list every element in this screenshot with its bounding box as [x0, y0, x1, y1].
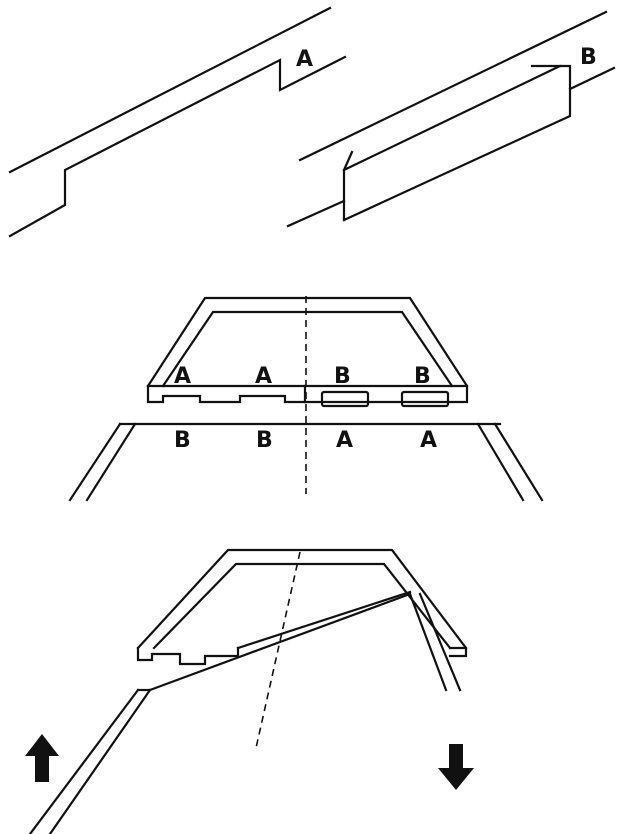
profile-b [286, 10, 616, 228]
lower-base-right-outer [493, 422, 544, 502]
fault-line [236, 590, 412, 650]
profile-b-lower-edge [286, 199, 346, 228]
profile-b-lower-edge-right [568, 66, 616, 91]
profile-b-upper-edge [298, 10, 608, 162]
lower-base-left-outer [68, 422, 122, 502]
label-lower-3: A [336, 428, 353, 453]
profile-a [8, 6, 347, 238]
profile-a-stepped-edge [8, 55, 347, 238]
panel-bottom [25, 548, 474, 834]
label-upper-4: B [414, 364, 431, 389]
tilted-frame-inner [152, 562, 452, 650]
tilted-frame [136, 548, 468, 666]
tilted-frame-outer [136, 548, 468, 650]
lower-base-right-inner [476, 422, 525, 502]
tilted-frame-bottom-profile [136, 646, 240, 666]
profile-b-bar-top-lip [342, 150, 354, 172]
sheared-base-left-inner [48, 688, 152, 834]
upper-frame-inner [161, 310, 454, 388]
up-arrow-icon [25, 734, 59, 782]
tab-b-2 [400, 390, 450, 408]
label-lower-1: B [174, 428, 191, 453]
label-upper-1: A [174, 364, 191, 389]
upper-frame [146, 296, 469, 408]
lower-base [68, 422, 544, 502]
sheared-base-right-outer [418, 592, 462, 692]
sheared-base [28, 592, 462, 834]
tab-b-1 [320, 390, 370, 408]
tilted-dashed-line [255, 551, 301, 749]
sheared-base-left-outer [28, 688, 140, 834]
label-a-top: A [296, 47, 313, 72]
profile-a-upper-edge [8, 6, 332, 174]
profile-b-bar [342, 64, 572, 222]
upper-frame-bottom-profile [146, 384, 307, 404]
lower-base-left-inner [85, 422, 137, 502]
label-lower-2: B [256, 428, 273, 453]
label-lower-4: A [420, 428, 437, 453]
label-upper-3: B [334, 364, 351, 389]
upper-frame-outer [146, 296, 469, 388]
sheared-base-right-inner [408, 592, 448, 692]
label-b-top: B [580, 45, 597, 70]
down-arrow-icon [438, 744, 474, 790]
panel-top: A B [8, 6, 616, 238]
panel-middle: A A B B B B A A [68, 296, 544, 502]
upper-frame-bottom-right [303, 384, 469, 404]
sheared-base-left-top [148, 592, 412, 692]
tilted-frame-right-lip [448, 646, 468, 658]
label-upper-2: A [255, 364, 272, 389]
